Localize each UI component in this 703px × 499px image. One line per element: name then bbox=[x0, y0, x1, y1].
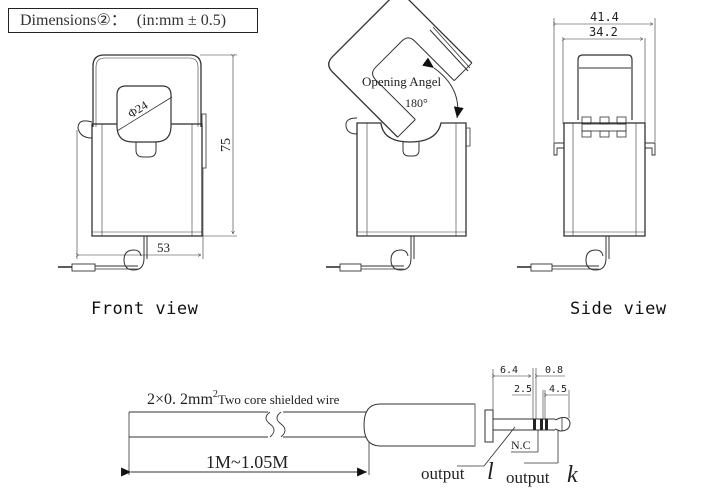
output-k-label: output bbox=[506, 468, 550, 487]
side-view-caption: Side view bbox=[570, 299, 667, 319]
dimensions-title: Dimensions②： bbox=[20, 12, 127, 29]
plug-dim-d: 4.5 bbox=[549, 384, 567, 395]
front-view-drawing: Φ24 75 53 bbox=[58, 55, 237, 272]
side-view-drawing: 41.4 34.2 bbox=[517, 10, 656, 272]
width-dim-label: 53 bbox=[157, 240, 170, 255]
wire-plug-drawing: 1M~1.05M 2×0. 2mm2Two core shielded wire… bbox=[121, 365, 578, 488]
height-dim-label: 75 bbox=[219, 138, 234, 152]
output-l-symbol: l bbox=[487, 459, 494, 485]
output-l-label: output bbox=[421, 464, 465, 483]
wire-length-label: 1M~1.05M bbox=[206, 452, 288, 472]
plug-dim-b: 0.8 bbox=[545, 365, 563, 376]
plug-dim-c: 2.5 bbox=[514, 384, 532, 395]
front-view-caption: Front view bbox=[91, 299, 199, 319]
plug-dim-a: 6.4 bbox=[500, 365, 518, 376]
inner-width-dim-label: 34.2 bbox=[589, 25, 618, 39]
outer-width-dim-label: 41.4 bbox=[590, 10, 619, 24]
open-view-drawing: Opening Angel 180° bbox=[326, 0, 473, 272]
nc-label: N.C bbox=[511, 438, 531, 452]
dimensions-title-box: Dimensions②： (in:mm ± 0.5) bbox=[8, 8, 258, 33]
dimensions-unit: (in:mm ± 0.5) bbox=[136, 12, 227, 29]
output-k-symbol: k bbox=[567, 462, 578, 488]
wire-spec-label: 2×0. 2mm2Two core shielded wire bbox=[147, 389, 340, 408]
opening-angle-value: 180° bbox=[405, 96, 428, 110]
opening-angle-label: Opening Angel bbox=[362, 74, 441, 89]
